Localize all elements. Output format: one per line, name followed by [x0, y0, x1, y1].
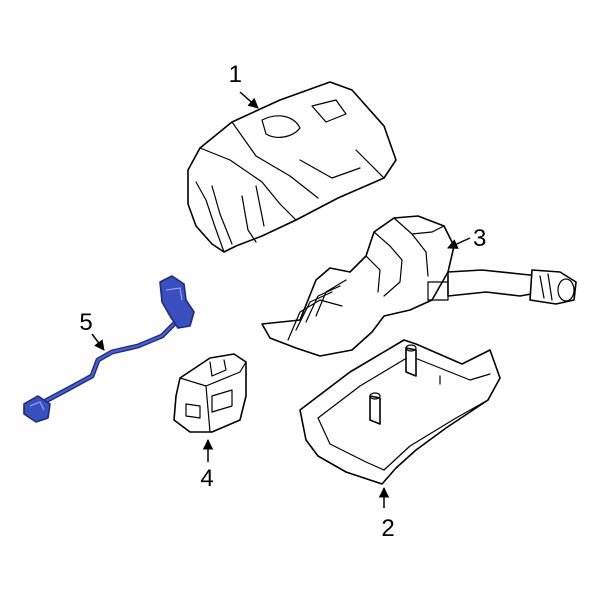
combination-switch: [261, 215, 577, 357]
callout-2: 2: [381, 515, 394, 542]
wiring-harness: [23, 275, 195, 423]
callout-3: 3: [473, 225, 486, 252]
callout-1: 1: [229, 61, 242, 88]
upper-column-cover: [187, 81, 397, 253]
lower-column-cover: [299, 339, 501, 485]
callout-5: 5: [79, 309, 92, 336]
switch-module: [173, 353, 247, 433]
callout-4: 4: [200, 465, 213, 492]
